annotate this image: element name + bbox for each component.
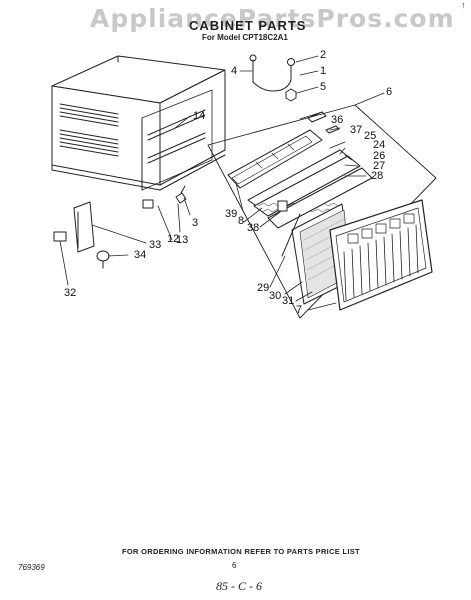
callout-33: 33 xyxy=(149,239,162,251)
callout-7: 7 xyxy=(296,304,303,316)
callout-38: 38 xyxy=(247,222,260,234)
callout-27: 27 xyxy=(373,160,386,172)
callout-24: 24 xyxy=(373,139,386,151)
page-number: 6 xyxy=(232,561,237,570)
callout-2: 2 xyxy=(320,49,327,61)
mounting-hardware-drawing xyxy=(53,54,297,269)
callout-31: 31 xyxy=(282,295,295,307)
front-panel-assembly-drawing xyxy=(207,104,437,319)
leader-lines xyxy=(59,55,385,311)
callout-4: 4 xyxy=(231,65,238,77)
callout-39: 39 xyxy=(225,208,238,220)
callout-14: 14 xyxy=(193,110,206,122)
reference-code: 769369 xyxy=(18,563,45,572)
diagram-title: CABINET PARTS xyxy=(189,18,307,33)
callout-26: 26 xyxy=(373,150,386,162)
callout-29: 29 xyxy=(257,282,270,294)
callout-36: 36 xyxy=(331,114,344,126)
callout-37: 37 xyxy=(350,124,363,136)
callout-8: 8 xyxy=(238,215,245,227)
callout-3: 3 xyxy=(192,217,199,229)
callout-5: 5 xyxy=(320,81,327,93)
callout-25: 25 xyxy=(364,130,377,142)
callout-6: 6 xyxy=(386,86,393,98)
callout-12: 12 xyxy=(167,233,180,245)
callout-13: 13 xyxy=(176,234,189,246)
date-mark: 85 - C - 6 xyxy=(216,579,262,593)
watermark: AppliancePartsPros.com xyxy=(90,4,455,33)
callout-34: 34 xyxy=(134,249,147,261)
model-subtitle: For Model CPT18C2A1 xyxy=(202,33,288,42)
callout-32: 32 xyxy=(64,287,77,299)
callout-30: 30 xyxy=(269,290,282,302)
ordering-note: FOR ORDERING INFORMATION REFER TO PARTS … xyxy=(122,547,360,556)
callout-1: 1 xyxy=(320,65,327,77)
cabinet-shell-drawing xyxy=(51,55,226,191)
corner-mark: ↑ xyxy=(461,0,466,10)
callout-28: 28 xyxy=(371,170,384,182)
